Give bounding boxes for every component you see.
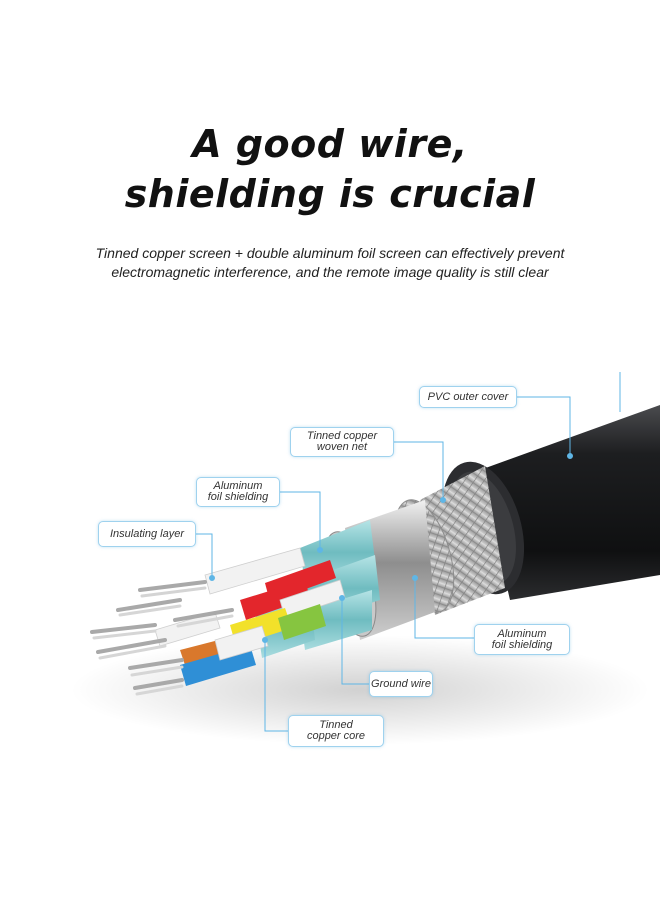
callout-aluminum-foil-shielding-outer-line-2: foil shielding bbox=[491, 638, 553, 651]
callout-tinned-copper-woven-net-line-2: woven net bbox=[316, 441, 368, 453]
headline-line-2: shielding is crucial bbox=[124, 172, 536, 216]
copper-strands bbox=[90, 580, 234, 696]
callout-tinned-copper-woven-net-line-1: Tinned copper bbox=[306, 430, 378, 442]
callout-tinned-copper-core-line-2: copper core bbox=[306, 730, 366, 742]
callout-tinned-copper-core: Tinned copper core bbox=[288, 715, 384, 747]
callout-tinned-copper-core-line-1: Tinned bbox=[319, 719, 353, 731]
callout-insulating-layer: Insulating layer bbox=[98, 521, 196, 547]
subtitle-line-2: electromagnetic interference, and the re… bbox=[111, 264, 549, 280]
callout-aluminum-foil-shielding-inner: Aluminum foil shielding bbox=[196, 477, 280, 507]
callout-ground-wire: Ground wire bbox=[369, 671, 433, 697]
headline-line-1: A good wire, bbox=[192, 122, 468, 166]
subtitle-line-1: Tinned copper screen + double aluminum f… bbox=[95, 245, 565, 261]
callout-ground-wire-label: Ground wire bbox=[371, 677, 431, 690]
callout-aluminum-foil-shielding-inner-line-1: Aluminum bbox=[213, 480, 263, 492]
callout-aluminum-foil-shielding-inner-line-2: foil shielding bbox=[207, 491, 269, 503]
callout-pvc-outer-cover: PVC outer cover bbox=[419, 386, 517, 408]
callout-aluminum-foil-shielding-outer-line-1: Aluminum bbox=[497, 627, 547, 640]
callout-pvc-outer-cover-label: PVC outer cover bbox=[427, 390, 509, 403]
callout-insulating-layer-label: Insulating layer bbox=[110, 527, 184, 540]
insulated-wires bbox=[154, 547, 346, 686]
callout-tinned-copper-woven-net: Tinned copper woven net bbox=[290, 427, 394, 457]
leader-lines bbox=[195, 372, 621, 732]
callout-aluminum-foil-shielding-outer: Aluminum foil shielding bbox=[474, 624, 570, 655]
